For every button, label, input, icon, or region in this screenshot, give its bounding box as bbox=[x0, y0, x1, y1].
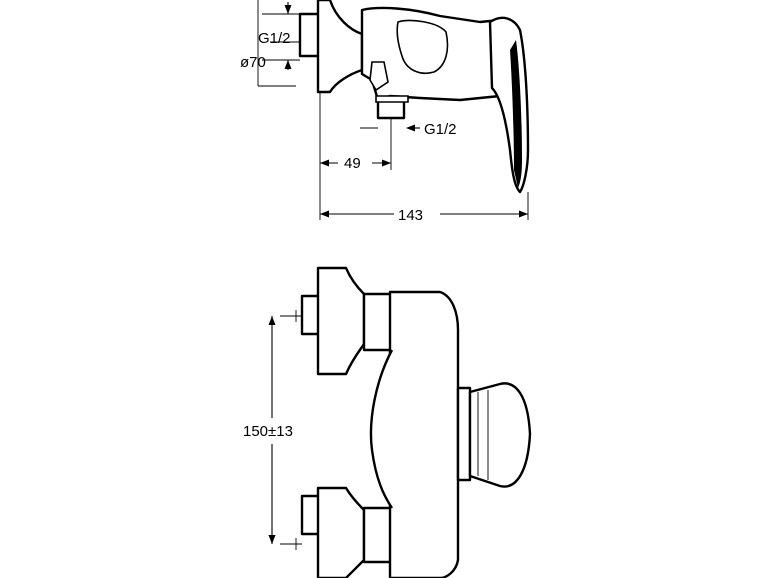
front-view: 150±13 bbox=[243, 266, 532, 578]
top-escutcheon bbox=[316, 266, 366, 376]
outlet-offset-label: 49 bbox=[344, 155, 361, 172]
inlet-thread-label: G1/2 bbox=[258, 30, 291, 47]
lever-handle-side bbox=[488, 16, 530, 194]
inlet-spacing-label: 150±13 bbox=[243, 423, 293, 440]
flange-diameter-label: ø70 bbox=[240, 54, 266, 71]
control-knob-front bbox=[456, 386, 472, 482]
bottom-escutcheon bbox=[316, 486, 366, 578]
side-view: G1/2 ø70 G1/2 49 143 bbox=[240, 0, 530, 224]
total-depth-label: 143 bbox=[398, 207, 423, 224]
escutcheon-side bbox=[316, 0, 364, 94]
mixer-body-front bbox=[388, 290, 460, 578]
outlet-thread-label: G1/2 bbox=[424, 121, 457, 138]
